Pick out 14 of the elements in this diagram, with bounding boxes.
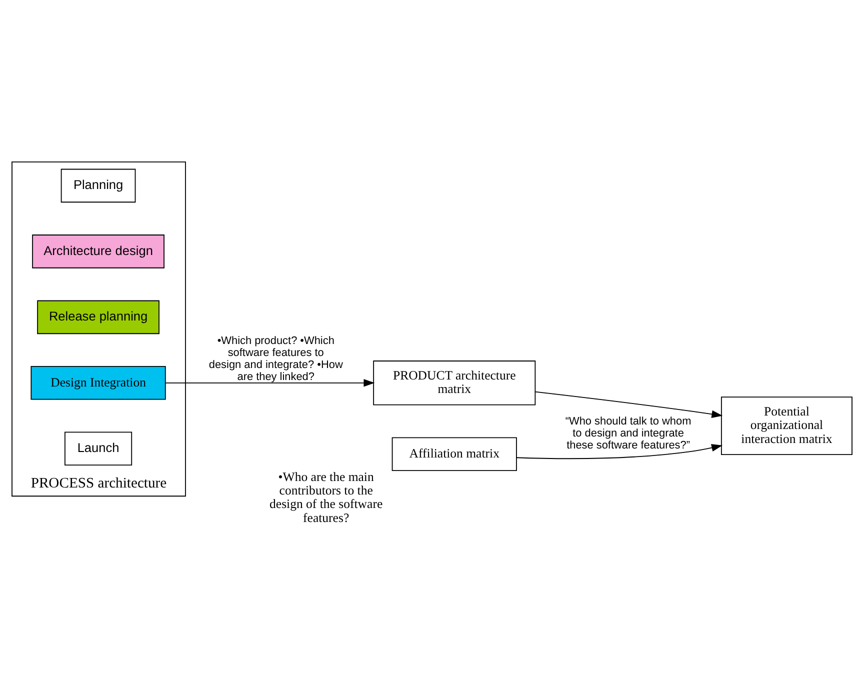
node-box: Potential organizational interaction matrix bbox=[720, 396, 852, 455]
arrow bbox=[534, 390, 723, 418]
node-box: Design Integration bbox=[30, 366, 166, 400]
node-box: Launch bbox=[64, 431, 132, 466]
edge-label: “Who should talk to whom to design and integrate these software features?” bbox=[565, 415, 692, 451]
edge-label: •Which product? •Which software features to design and integrate? •How are they linked? bbox=[208, 334, 343, 382]
node-box: Planning bbox=[60, 168, 136, 202]
node-box: Architecture design bbox=[32, 234, 164, 268]
arrow bbox=[164, 378, 375, 386]
node-label: •Who are the main contributors to the design of the software features? bbox=[270, 469, 383, 524]
node-box: PRODUCT architecture matrix bbox=[373, 360, 536, 405]
node-box: Release planning bbox=[37, 300, 160, 334]
node-box: Affiliation matrix bbox=[392, 436, 517, 471]
arrow bbox=[516, 443, 723, 459]
